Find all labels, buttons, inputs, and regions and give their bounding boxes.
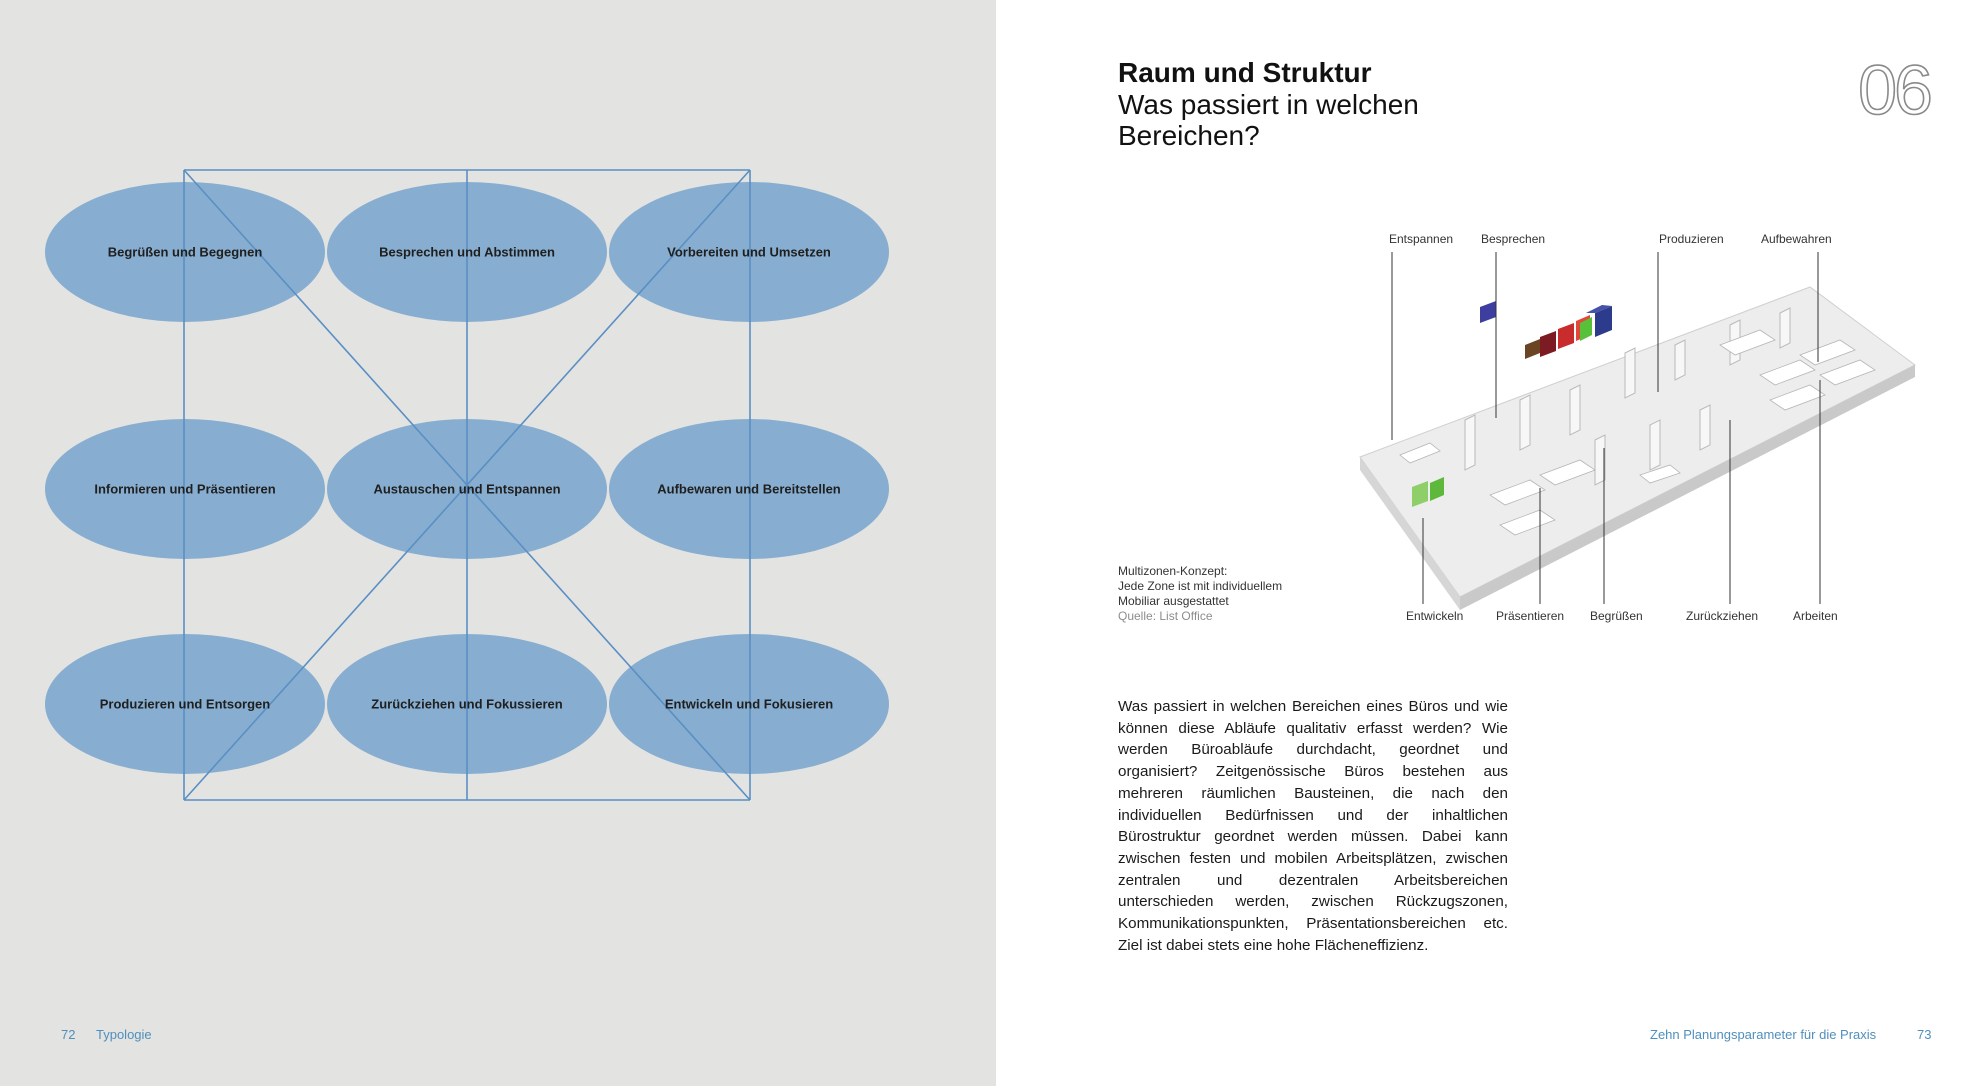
activity-node-label: Vorbereiten und Umsetzen bbox=[667, 244, 831, 260]
diagram-connector-line bbox=[183, 169, 751, 801]
activity-node-ellipse bbox=[45, 419, 325, 559]
diagram-shapes bbox=[45, 169, 889, 801]
caption-line-1: Multizonen-Konzept: bbox=[1118, 564, 1228, 578]
page-title: Raum und Struktur bbox=[1118, 57, 1372, 88]
caption-line-2: Jede Zone ist mit individuellem bbox=[1118, 579, 1283, 593]
right-page-number: 73 bbox=[1917, 1027, 1932, 1042]
activity-node-label: Zurückziehen und Fokussieren bbox=[371, 696, 563, 712]
activity-node-label: Aufbewaren und Bereitstellen bbox=[657, 481, 841, 497]
activity-node-label: Austauschen und Entspannen bbox=[373, 481, 561, 497]
activity-diagram: Begrüßen und Begegnen Besprechen und Abst… bbox=[0, 0, 996, 1086]
left-page-number: 72 bbox=[61, 1027, 76, 1042]
body-paragraph: Was passiert in welchen Bereichen eines … bbox=[1118, 698, 1508, 954]
zone-label-entwickeln: Entwickeln bbox=[1406, 609, 1464, 623]
left-page: Begrüßen und Begegnen Besprechen und Abst… bbox=[0, 0, 996, 1086]
caption-source: Quelle: List Office bbox=[1118, 609, 1213, 623]
activity-node-ellipse bbox=[609, 634, 889, 774]
chapter-number: 06 bbox=[1857, 50, 1933, 130]
zone-label-begruessen: Begrüßen bbox=[1590, 609, 1643, 623]
activity-node-ellipse bbox=[609, 182, 889, 322]
page-subtitle: Was passiert in welchen Bereichen? bbox=[1118, 89, 1419, 151]
figure-caption: Multizonen-Konzept: Jede Zone ist mit in… bbox=[1118, 564, 1282, 624]
zone-label-zurueckziehen: Zurückziehen bbox=[1686, 609, 1759, 623]
office-floorplan-illustration bbox=[1359, 286, 1916, 610]
activity-node-label: Informieren und Präsentieren bbox=[94, 481, 276, 497]
caption-line-3: Mobiliar ausgestattet bbox=[1118, 594, 1229, 608]
zone-label-entspannen: Entspannen bbox=[1389, 232, 1454, 246]
activity-node-ellipse bbox=[45, 182, 325, 322]
activity-node-label: Besprechen und Abstimmen bbox=[379, 244, 555, 260]
zone-label-besprechen: Besprechen bbox=[1481, 232, 1546, 246]
activity-node-label: Begrüßen und Begegnen bbox=[107, 244, 263, 260]
zone-label-arbeiten: Arbeiten bbox=[1793, 609, 1838, 623]
zone-label-produzieren: Produzieren bbox=[1659, 232, 1724, 246]
title-block: Raum und Struktur Was passiert in welche… bbox=[1118, 56, 1448, 151]
left-section-title: Typologie bbox=[96, 1027, 152, 1042]
activity-node-ellipse bbox=[609, 419, 889, 559]
activity-node-label: Produzieren und Entsorgen bbox=[99, 696, 271, 712]
right-running-title: Zehn Planungsparameter für die Praxis bbox=[1650, 1027, 1877, 1042]
activity-node-ellipse bbox=[45, 634, 325, 774]
activity-node-label: Entwickeln und Fokusieren bbox=[664, 696, 834, 712]
zone-label-aufbewahren: Aufbewahren bbox=[1761, 232, 1832, 246]
zone-label-praesentieren: Präsentieren bbox=[1496, 609, 1565, 623]
